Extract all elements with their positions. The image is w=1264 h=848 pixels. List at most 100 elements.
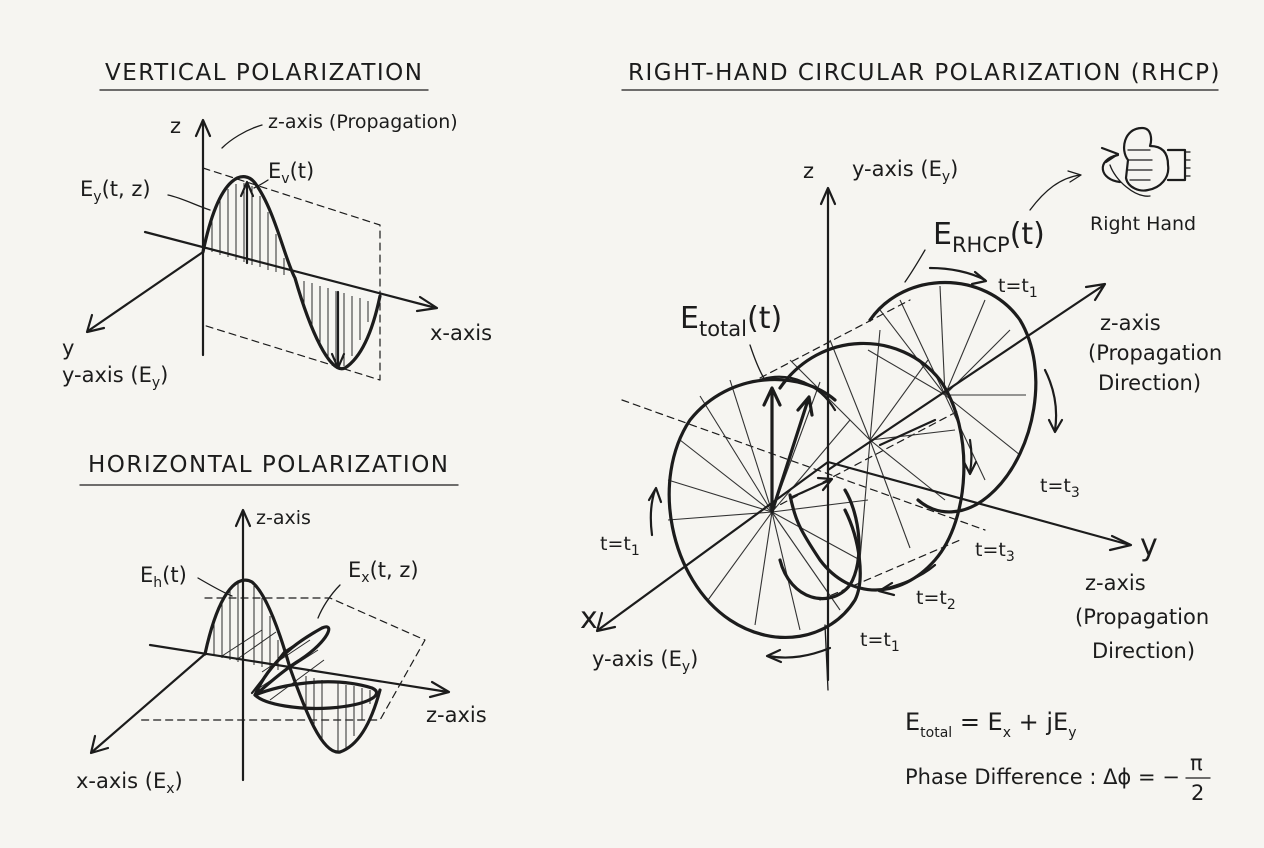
horizontal-x-axis-label: x-axis (Ex) — [76, 769, 183, 797]
vertical-z-leader — [221, 124, 263, 149]
right-hand-label: Right Hand — [1090, 213, 1196, 235]
horizontal-x-axis — [90, 652, 207, 754]
vertical-y-axis-label: y-axis (Ey) — [62, 363, 168, 391]
rhcp-z-axis-bottom-line-1: z-axis — [1085, 571, 1146, 595]
rhcp-etotal-arrowhead-1 — [762, 386, 782, 407]
rhcp-z-arrowhead — [1084, 282, 1107, 302]
horizontal-eh-leader — [197, 577, 233, 597]
vertical-z-axis-label: z-axis (Propagation) — [268, 111, 458, 133]
rhcp-rotation-arrow-bottom — [878, 563, 937, 592]
rhcp-etotal-arrowhead-2 — [796, 395, 814, 417]
rhcp-y-axis — [826, 460, 1132, 547]
vertical-title: VERTICAL POLARIZATION — [105, 60, 423, 86]
rhcp-rotation-arrowhead-right — [1047, 418, 1064, 434]
rhcp-rotation-arrow-right — [1043, 368, 1058, 432]
horizontal-eh-label: Eh(t) — [140, 563, 187, 591]
horizontal-field-line — [250, 626, 324, 695]
horizontal-right-arrowhead — [428, 680, 451, 699]
vertical-y-arrowhead — [85, 313, 106, 334]
vertical-ev-label: Ev(t) — [268, 159, 314, 187]
horizontal-x-arrowhead — [89, 734, 110, 755]
right-hand-leader — [1029, 174, 1081, 211]
vertical-field-label: Ey(t, z) — [80, 177, 151, 205]
rhcp-equation: Etotal = Ex + jEy — [905, 708, 1077, 741]
rhcp-helix-start-arc — [758, 375, 837, 412]
rhcp-helix-loop-mid — [778, 341, 966, 592]
rhcp-etotal-vector-2 — [770, 398, 810, 514]
rhcp-erhcp-leader — [904, 249, 926, 283]
rhcp-y-arrowhead — [1108, 534, 1133, 552]
vertical-y-letter: y — [62, 336, 74, 360]
horizontal-right-axis-label: z-axis — [426, 703, 487, 727]
rhcp-x-axis — [596, 460, 830, 632]
rhcp-title: RIGHT-HAND CIRCULAR POLARIZATION (RHCP) — [628, 60, 1221, 86]
rhcp-panel: RIGHT-HAND CIRCULAR POLARIZATION (RHCP) — [580, 60, 1222, 805]
rhcp-helix-loop-back — [868, 281, 1038, 514]
vertical-x-arrowhead — [415, 295, 439, 313]
rhcp-erhcp-label: ERHCP(t) — [933, 217, 1045, 257]
rhcp-z-axis — [826, 283, 1106, 472]
rhcp-phase-numerator: π — [1190, 751, 1203, 775]
rhcp-mid-vector — [878, 418, 937, 447]
vertical-field-leader — [167, 194, 211, 211]
rhcp-small-vector — [788, 478, 832, 500]
vertical-polarization-panel: VERTICAL POLARIZATION — [62, 60, 492, 391]
rhcp-helix-loop-front — [667, 377, 862, 640]
vertical-ev-arrowhead — [239, 180, 255, 198]
rhcp-helix-inner-curl — [778, 488, 861, 601]
horizontal-lobe-front — [253, 625, 331, 697]
rhcp-rotation-arrowhead-top — [970, 270, 988, 286]
rhcp-small-arrowhead — [816, 476, 834, 492]
rhcp-z-letter: z — [803, 159, 814, 183]
rhcp-dashed-guide-3 — [759, 299, 911, 379]
rhcp-time-label-4: t=t2 — [916, 587, 956, 613]
rhcp-rotation-arrowhead-mid — [962, 460, 978, 476]
horizontal-z-arrowhead — [234, 508, 252, 528]
horizontal-plane-outline — [139, 597, 426, 721]
right-hand-leader-arrowhead — [1067, 170, 1082, 183]
horizontal-z-axis-label: z-axis — [256, 507, 311, 529]
rhcp-field-vectors-back — [867, 285, 1026, 481]
vertical-z-arrowhead — [194, 118, 212, 138]
vertical-wave-curve — [201, 175, 382, 371]
horizontal-ex-leader — [317, 584, 341, 619]
rhcp-time-label-2: t=t3 — [1040, 475, 1080, 501]
rhcp-z-axis-bottom-line-2: (Propagation — [1075, 605, 1209, 629]
rhcp-z-axis-right-line-2: (Propagation — [1088, 341, 1222, 365]
rhcp-time-label-5: t=t1 — [860, 629, 900, 655]
horizontal-right-axis — [148, 643, 450, 694]
rhcp-rotation-arrowhead-left — [647, 486, 663, 504]
rhcp-time-label-1: t=t1 — [998, 275, 1038, 301]
vertical-z-letter: z — [170, 114, 181, 138]
rhcp-y-letter: y — [1140, 528, 1158, 563]
rhcp-phase-difference: Phase Difference : Δϕ = − — [905, 765, 1180, 789]
rhcp-time-label-3: t=t3 — [975, 539, 1015, 565]
vertical-down-arrowhead — [330, 352, 346, 370]
rhcp-rotation-arrow-low — [766, 646, 832, 659]
rhcp-rotation-arrowhead-low — [765, 648, 783, 664]
rhcp-z-axis-bottom-line-3: Direction) — [1092, 639, 1195, 663]
rhcp-z-axis-right-line-3: Direction) — [1098, 371, 1201, 395]
horizontal-title: HORIZONTAL POLARIZATION — [88, 452, 450, 478]
rhcp-rotation-arrowhead-bottom — [877, 581, 896, 597]
rhcp-rotation-arrow-mid — [968, 438, 973, 474]
right-hand-icon — [1100, 126, 1191, 197]
vertical-x-axis-label: x-axis — [430, 321, 492, 345]
horizontal-polarization-panel: HORIZONTAL POLARIZATION — [76, 452, 487, 797]
rhcp-y-axis-bottom-label: y-axis (Ey) — [592, 647, 698, 675]
rhcp-y-axis-top-label: y-axis (Ey) — [852, 157, 958, 185]
horizontal-lobe-back — [253, 680, 379, 711]
rhcp-time-label-6: t=t1 — [600, 533, 640, 559]
rhcp-etotal-label: Etotal(t) — [680, 301, 782, 341]
rhcp-z-axis-right-line-1: z-axis — [1100, 311, 1161, 335]
rhcp-bottom-leader — [824, 624, 829, 691]
rhcp-x-letter: x — [580, 601, 598, 636]
horizontal-ex-label: Ex(t, z) — [348, 558, 419, 586]
vertical-ev-leader — [253, 179, 269, 189]
rhcp-dashed-guide-1 — [621, 399, 986, 531]
rhcp-vertical-arrowhead — [819, 186, 837, 206]
rhcp-etotal-leader — [749, 344, 766, 381]
rhcp-x-arrowhead — [595, 611, 617, 633]
